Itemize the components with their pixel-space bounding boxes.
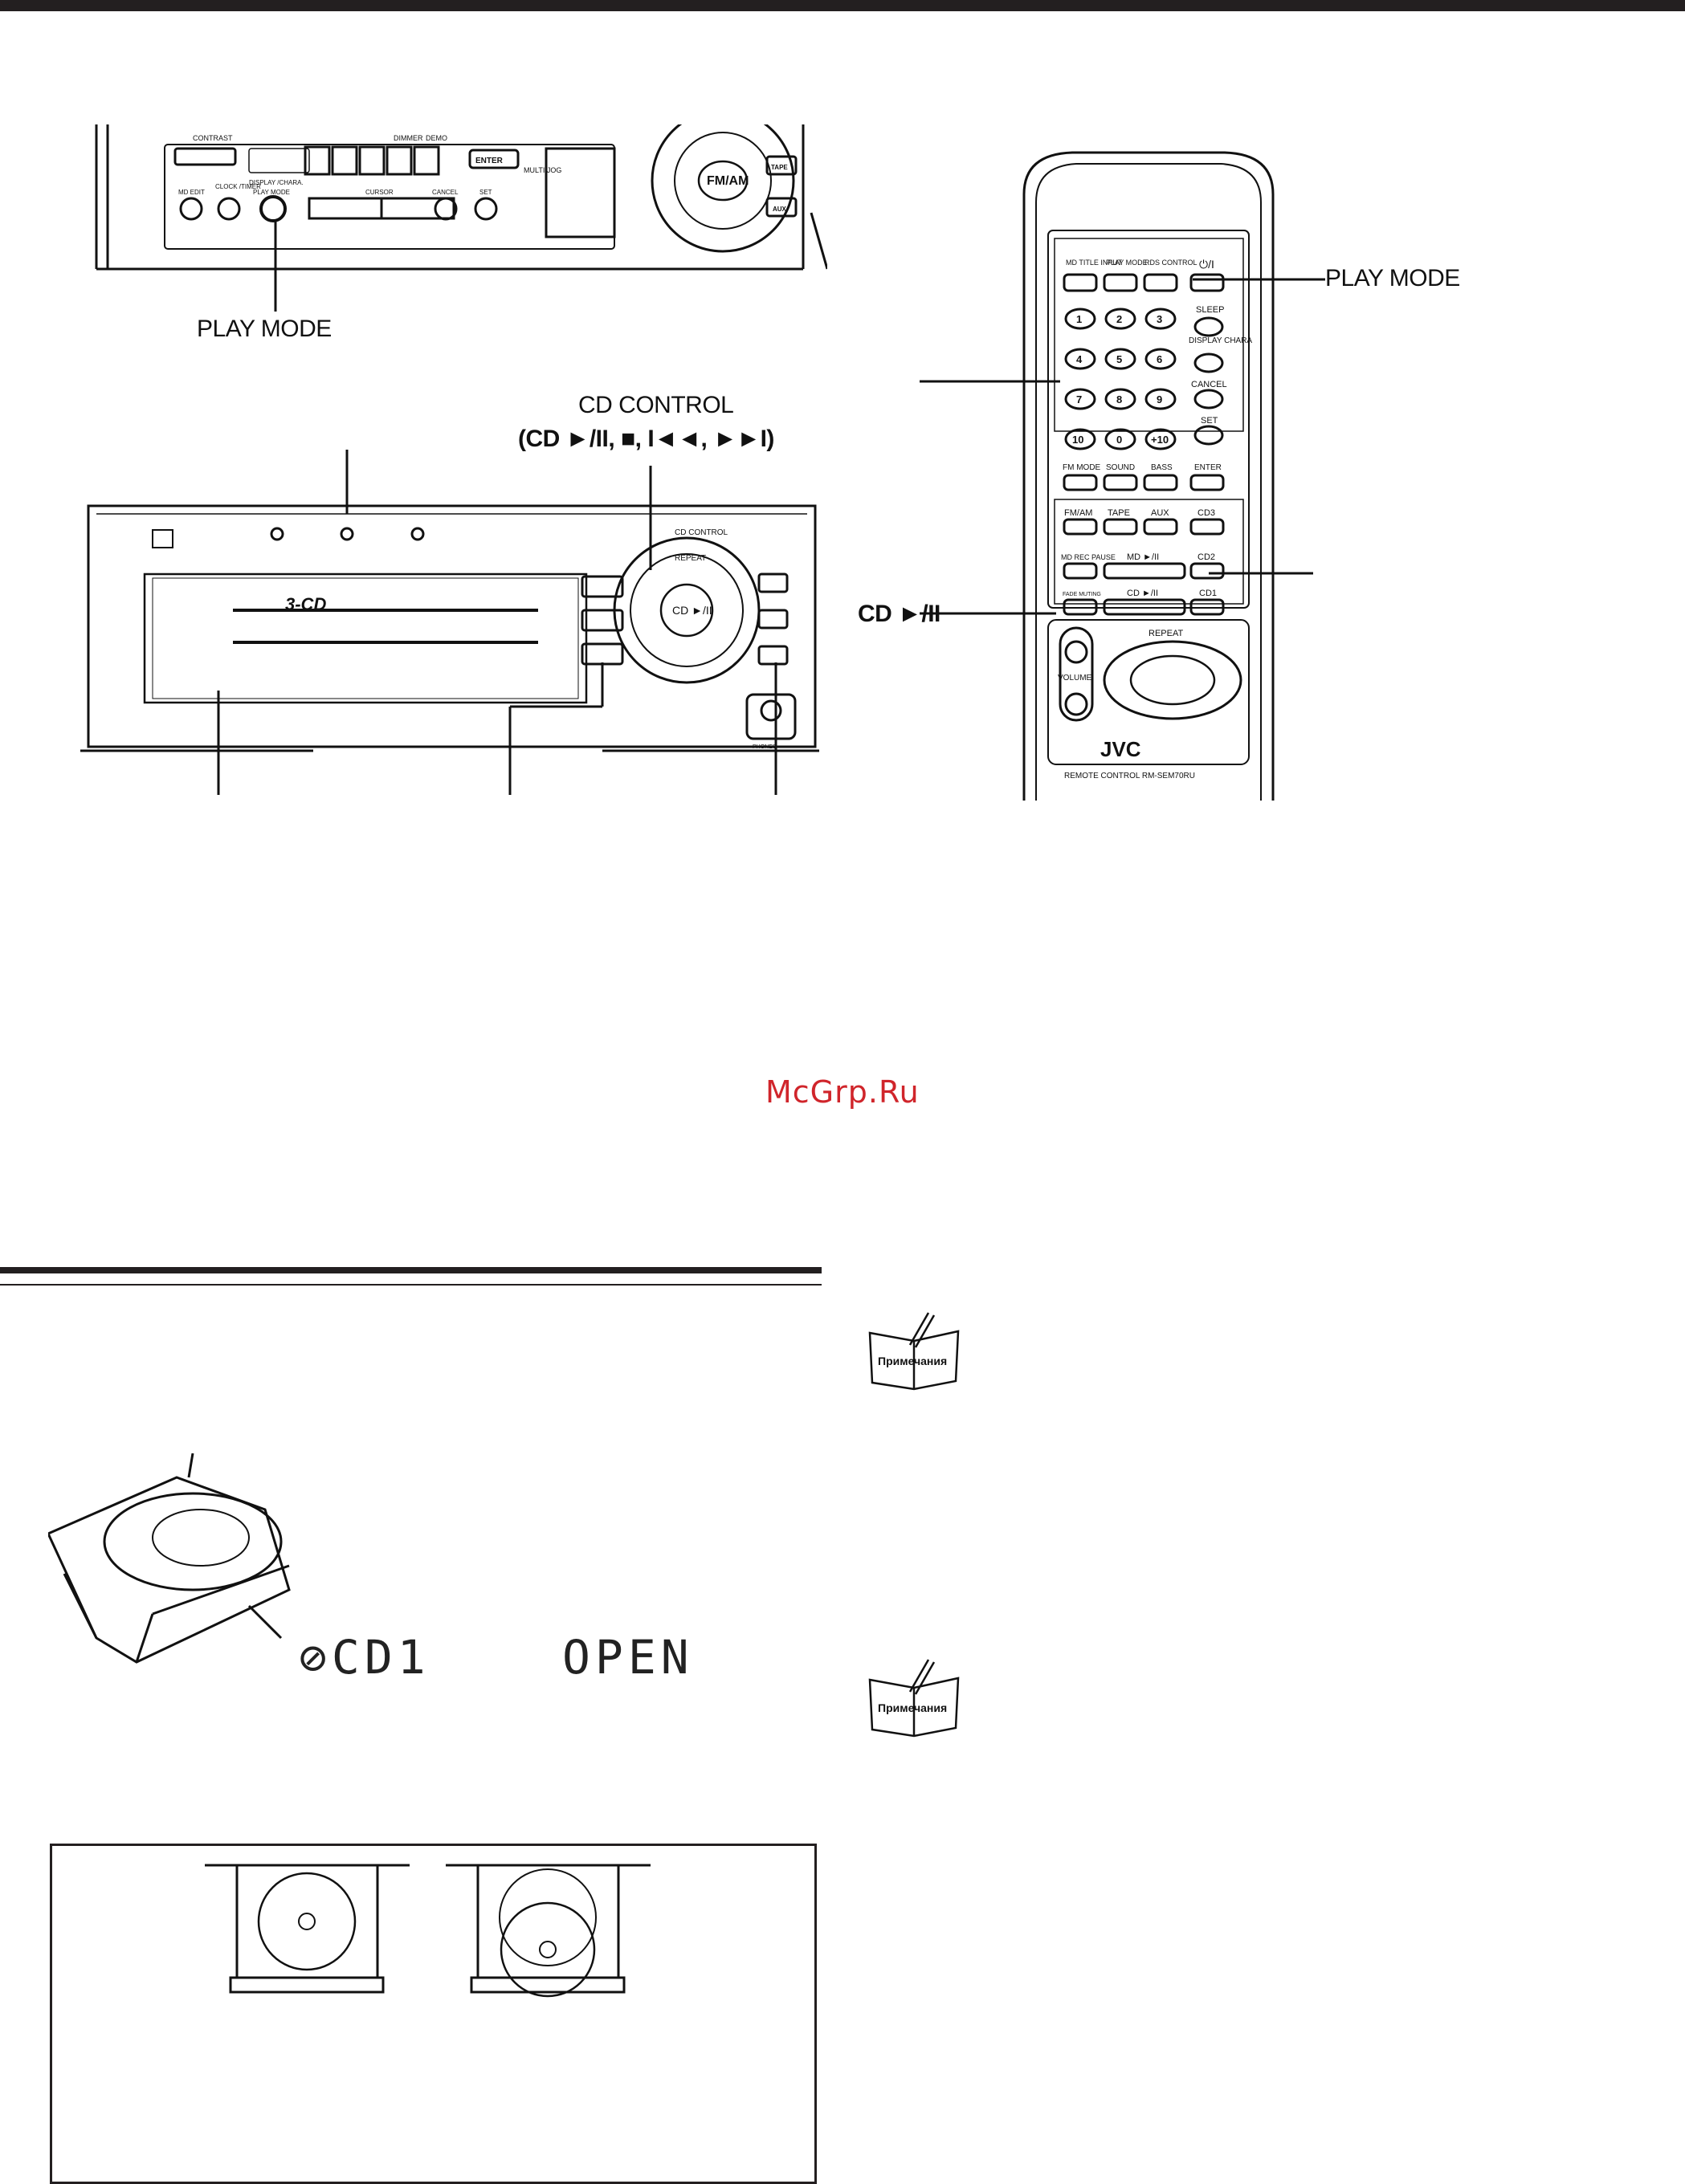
lcd-left-text: ⊘CD1 [299,1630,430,1685]
play-mode-unit-label: PLAY MODE [197,316,332,342]
remote-model-label: REMOTE CONTROL RM-SEM70RU [1064,772,1195,780]
cancel-small-label: CANCEL [432,189,459,196]
remote-md-play-label: MD ►/II [1127,552,1159,562]
lcd-open: OPEN [562,1630,694,1685]
remote-rds-control-label: RDS CONTROL [1144,259,1197,267]
remote-fm-am-label: FM/AM [1064,508,1092,518]
notes-icon-label: Примечания [878,1355,947,1367]
remote-sound-label: SOUND [1106,463,1135,472]
remote-num-5: 5 [1116,353,1122,365]
remote-brand-logo: JVC [1100,737,1141,761]
remote-sleep-label: SLEEP [1196,305,1224,315]
lcd-cd1: CD1 [331,1630,430,1685]
remote-tape-label: TAPE [1108,508,1130,518]
remote-cd1-label: CD1 [1199,589,1217,598]
set-small-label: SET [479,189,492,196]
remote-md-rec-pause-label: MD REC PAUSE [1061,553,1116,561]
front-repeat-label: REPEAT [675,554,706,563]
three-cd-logo: 3-CD [285,594,326,614]
cd-control-label: CD CONTROL [578,392,734,418]
cd-tray-illustration [48,1453,291,1664]
remote-md-title-input-label: MD TITLE INPUT [1066,259,1123,267]
remote-cancel-label: CANCEL [1191,380,1227,389]
remote-cd-play-label: CD ►/II [1127,589,1158,598]
remote-num-0: 0 [1116,434,1122,446]
front-cd-control-label: CD CONTROL [675,528,728,537]
remote-power-label: ⏻/I [1199,258,1214,271]
notes-icon-label: Примечания [878,1701,947,1714]
remote-num-8: 8 [1116,393,1122,405]
unit-control-panel-illustration: CONTRAST DIMMER DEMO DISPLAY /CHARA. ENT… [95,124,827,277]
remote-cd2-label: CD2 [1197,552,1215,562]
tip-box [50,1844,817,2184]
watermark: McGrp.Ru [765,1074,920,1110]
fm-am-dial-label: FM/AM [707,174,749,188]
remote-bass-label: BASS [1151,463,1173,472]
play-mode-small-label: PLAY MODE [253,189,290,196]
remote-num-4: 4 [1076,353,1083,365]
remote-num-10: 10 [1072,434,1083,446]
top-rule [0,0,1685,11]
contrast-label: CONTRAST [193,134,233,142]
remote-num-7: 7 [1076,393,1082,405]
remote-control-illustration: MD TITLE INPUT PLAY MODE RDS CONTROL ⏻/I… [1022,151,1275,801]
remote-num-6: 6 [1157,353,1162,365]
remote-num-9: 9 [1157,393,1162,405]
remote-enter-label: ENTER [1194,463,1222,472]
play-mode-leader [274,273,277,312]
dimmer-label: DIMMER [394,134,423,142]
aux-small-label: AUX [773,206,787,213]
play-mode-remote-label: PLAY MODE [1325,265,1460,291]
remote-play-mode-label: PLAY MODE [1106,259,1148,267]
cd-control-sub-label: (CD ►/II, ■, I◄◄, ►►I) [518,426,774,452]
section-rule-thin [0,1284,822,1286]
demo-label: DEMO [426,134,447,142]
remote-leader-lines [920,278,1325,615]
remote-fm-mode-label: FM MODE [1063,463,1101,472]
cd-play-remote-label: CD ►/II [858,601,940,627]
cursor-label: CURSOR [365,189,394,196]
enter-label: ENTER [475,157,504,165]
remote-num-plus10: +10 [1151,434,1169,446]
remote-repeat-label: REPEAT [1148,629,1183,638]
remote-volume-label: VOLUME [1058,674,1092,682]
unit-front-panel-illustration: 3-CD CD CONTROL REPEAT CD ►/II PHONES [80,450,819,795]
remote-num-3: 3 [1157,313,1162,325]
section-rule-thick [0,1267,822,1273]
tape-small-label: TAPE [771,164,788,171]
clock-timer-label: CLOCK /TIMER [215,183,261,190]
remote-fade-muting-label: FADE MUTING [1063,592,1101,597]
notes-icon: Примечания [868,1659,960,1738]
display-chara-label: DISPLAY /CHARA. [249,179,304,186]
remote-num-1: 1 [1076,313,1082,325]
remote-set-label: SET [1201,416,1218,426]
md-edit-label: MD EDIT [178,189,205,196]
disc-placement-diagram [205,1864,651,1998]
disc-icon: ⊘ [299,1630,332,1685]
remote-aux-label: AUX [1151,508,1169,518]
multi-jog-label: MULTI JOG [524,166,561,174]
phones-label: PHONES [753,744,777,750]
notes-icon: Примечания [868,1312,960,1391]
front-cd-play-label: CD ►/II [672,604,712,617]
remote-cd3-label: CD3 [1197,508,1215,518]
remote-display-chara-label: DISPLAY CHARA [1189,336,1252,345]
remote-num-2: 2 [1116,313,1122,325]
